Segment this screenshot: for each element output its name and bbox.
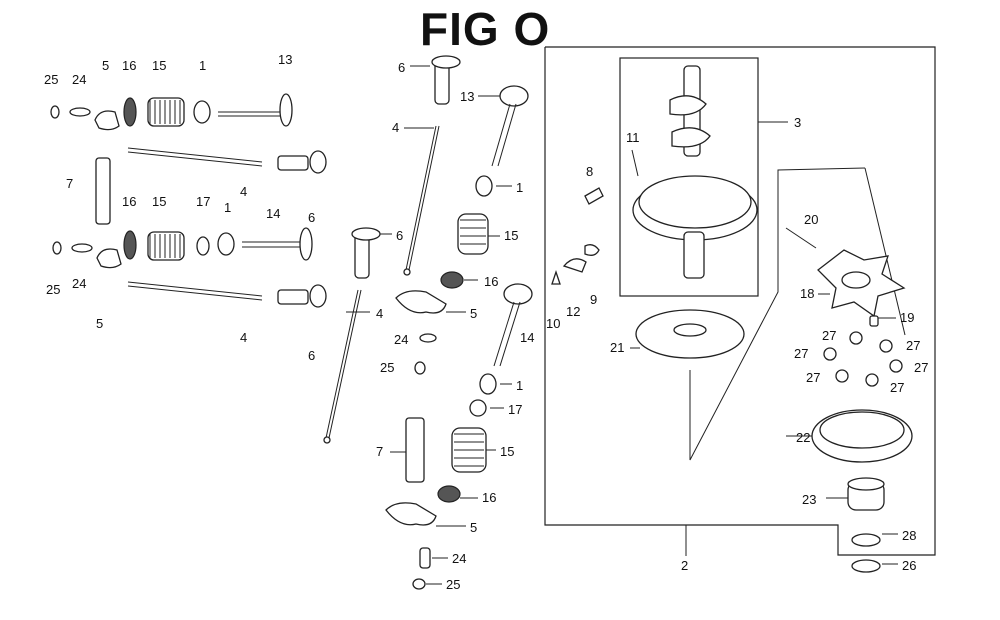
callout: 6 (308, 348, 315, 363)
callout: 1 (224, 200, 231, 215)
figure-title: FIG O (420, 3, 551, 55)
assembly-frame (544, 46, 936, 556)
tappet-6 (277, 155, 309, 171)
callout: 27 (890, 380, 904, 395)
callout: 16 (484, 274, 498, 289)
callout: 16 (122, 58, 136, 73)
callout: 12 (566, 304, 580, 319)
callout: 25 (46, 282, 60, 297)
callout: 6 (396, 228, 403, 243)
callout: 2 (681, 558, 688, 573)
callout: 16 (122, 194, 136, 209)
callout: 11 (626, 130, 640, 145)
callout: 25 (380, 360, 394, 375)
callout: 13 (278, 52, 292, 67)
middle-valves (437, 85, 533, 503)
callout: 19 (900, 310, 914, 325)
camshaft-assembly (551, 65, 913, 573)
leader-lines (346, 65, 898, 585)
washer-24 (69, 107, 91, 117)
callout: 10 (546, 316, 560, 331)
callout: 24 (72, 276, 86, 291)
callout: 17 (196, 194, 210, 209)
callout: 5 (96, 316, 103, 331)
callout: 24 (72, 72, 86, 87)
callout: 4 (376, 306, 383, 321)
callout: 6 (308, 210, 315, 225)
callout: 27 (822, 328, 836, 343)
nut-25 (50, 105, 60, 119)
retainer-16 (123, 97, 137, 127)
callout: 15 (152, 58, 166, 73)
callout: 23 (802, 492, 816, 507)
callout: 24 (452, 551, 466, 566)
callout: 18 (800, 286, 814, 301)
callout: 3 (794, 115, 801, 130)
left-valve-train-top (50, 93, 327, 225)
callout: 15 (500, 444, 514, 459)
callout: 25 (446, 577, 460, 592)
middle-push-rods (323, 55, 461, 590)
left-valve-train-bottom (52, 227, 327, 308)
callout: 26 (902, 558, 916, 573)
callout: 4 (240, 184, 247, 199)
callout: 13 (460, 89, 474, 104)
callout: 21 (610, 340, 624, 355)
callout: 15 (152, 194, 166, 209)
callout: 7 (66, 176, 73, 191)
callout: 24 (394, 332, 408, 347)
callout: 15 (504, 228, 518, 243)
callout: 28 (902, 528, 916, 543)
callout: 22 (796, 430, 810, 445)
callout-labels: 25 24 5 16 15 1 13 7 4 6 16 15 17 1 14 2… (44, 52, 928, 592)
callout: 14 (520, 330, 534, 345)
callout: 20 (804, 212, 818, 227)
callout: 6 (398, 60, 405, 75)
callout: 27 (906, 338, 920, 353)
callout: 27 (806, 370, 820, 385)
push-rod-guide-7 (95, 157, 111, 225)
callout: 4 (392, 120, 399, 135)
callout: 5 (470, 306, 477, 321)
callout: 7 (376, 444, 383, 459)
callout: 1 (516, 180, 523, 195)
callout: 1 (516, 378, 523, 393)
callout: 5 (470, 520, 477, 535)
callout: 8 (586, 164, 593, 179)
callout: 14 (266, 206, 280, 221)
callout: 9 (590, 292, 597, 307)
callout: 1 (199, 58, 206, 73)
callout: 27 (914, 360, 928, 375)
valve-13 (279, 93, 293, 127)
rocker-arm-5 (94, 110, 120, 131)
callout: 25 (44, 72, 58, 87)
seal-1 (193, 100, 211, 124)
callout: 17 (508, 402, 522, 417)
callout: 16 (482, 490, 496, 505)
spring-15 (147, 97, 185, 127)
callout: 5 (102, 58, 109, 73)
callout: 4 (240, 330, 247, 345)
callout: 27 (794, 346, 808, 361)
